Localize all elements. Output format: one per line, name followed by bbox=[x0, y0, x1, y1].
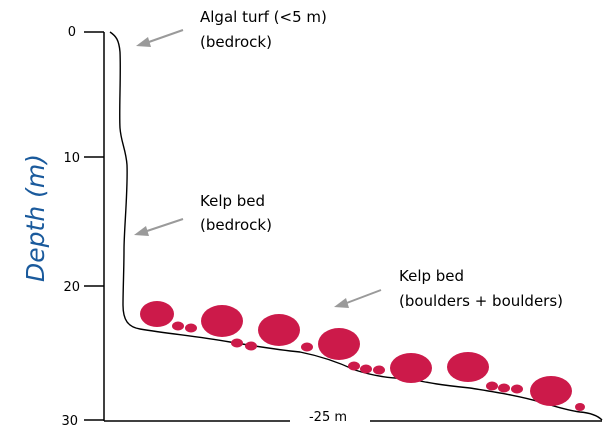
small-boulder bbox=[575, 403, 585, 411]
annotation-algal-turf-line1: Algal turf (<5 m) bbox=[200, 8, 327, 26]
boulder bbox=[318, 328, 360, 360]
annotation-algal-turf-line2: (bedrock) bbox=[200, 33, 272, 51]
annotation-kelp-bedrock-line2: (bedrock) bbox=[200, 216, 272, 234]
arrow-kelp-boulders bbox=[334, 289, 382, 308]
boulder bbox=[390, 353, 432, 383]
small-boulder bbox=[231, 338, 243, 348]
y-axis-title: Depth (m) bbox=[21, 154, 50, 282]
small-boulder bbox=[185, 323, 197, 333]
annotation-kelp-bedrock-line1: Kelp bed bbox=[200, 192, 265, 210]
annotation-kelp-boulders-line1: Kelp bed bbox=[399, 267, 464, 285]
x-axis-distance-label: -25 m bbox=[309, 410, 347, 425]
boulder bbox=[530, 376, 572, 406]
annotation-kelp-boulders-line2: (boulders + boulders) bbox=[399, 292, 563, 310]
y-tick-label-30: 30 bbox=[61, 414, 78, 429]
small-boulder bbox=[373, 365, 385, 375]
small-boulder bbox=[360, 364, 372, 374]
small-boulder bbox=[348, 361, 360, 371]
arrow-algal-turf bbox=[136, 29, 184, 47]
small-boulder bbox=[172, 321, 184, 331]
arrow-kelp-bedrock bbox=[134, 218, 184, 236]
small-boulder bbox=[486, 381, 498, 391]
y-tick-label-10: 10 bbox=[63, 151, 80, 166]
depth-profile-line bbox=[109, 31, 603, 421]
boulder bbox=[447, 352, 489, 382]
boulder bbox=[258, 314, 300, 346]
small-boulder bbox=[511, 384, 523, 394]
y-tick-label-20: 20 bbox=[63, 280, 80, 295]
small-boulder bbox=[245, 341, 257, 351]
boulder bbox=[140, 301, 174, 327]
y-tick-label-0: 0 bbox=[68, 25, 76, 40]
small-boulder bbox=[498, 383, 510, 393]
boulder bbox=[201, 305, 243, 337]
small-boulder bbox=[301, 342, 313, 352]
